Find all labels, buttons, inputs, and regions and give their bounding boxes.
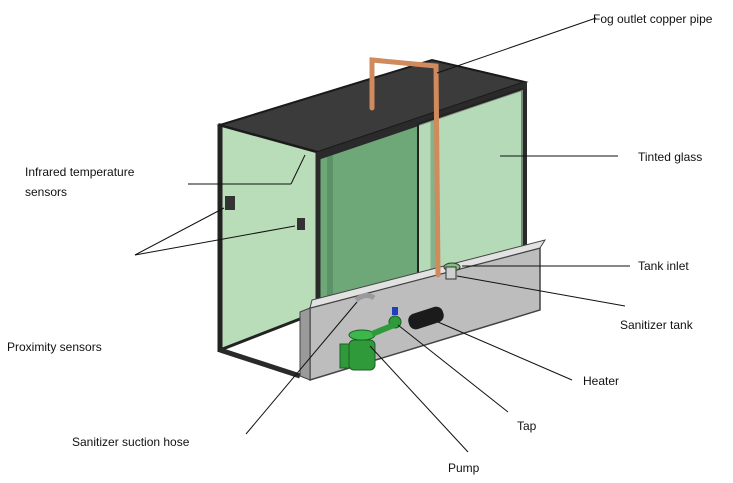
tank-inlet	[443, 262, 461, 280]
label-tank-inlet: Tank inlet	[638, 259, 689, 273]
label-sanitizer-tank: Sanitizer tank	[620, 318, 693, 332]
pump	[339, 322, 396, 371]
callout-lines	[134, 17, 630, 453]
label-infrared-line1: Infrared temperature	[25, 165, 135, 179]
label-pump: Pump	[448, 461, 480, 475]
label-tinted-glass: Tinted glass	[638, 150, 703, 164]
copper-pipe	[369, 57, 441, 278]
floor-frame	[219, 347, 301, 379]
label-tap: Tap	[517, 419, 537, 433]
sensor-right	[297, 218, 305, 230]
sensor-left	[225, 196, 235, 210]
suction-hose-fitting	[354, 292, 376, 303]
heater	[408, 306, 444, 330]
label-suction-hose: Sanitizer suction hose	[72, 435, 190, 449]
label-proximity-sensors: Proximity sensors	[7, 340, 102, 354]
label-fog-outlet: Fog outlet copper pipe	[593, 12, 713, 26]
label-heater: Heater	[583, 374, 620, 388]
label-infrared-line2: sensors	[25, 185, 68, 199]
